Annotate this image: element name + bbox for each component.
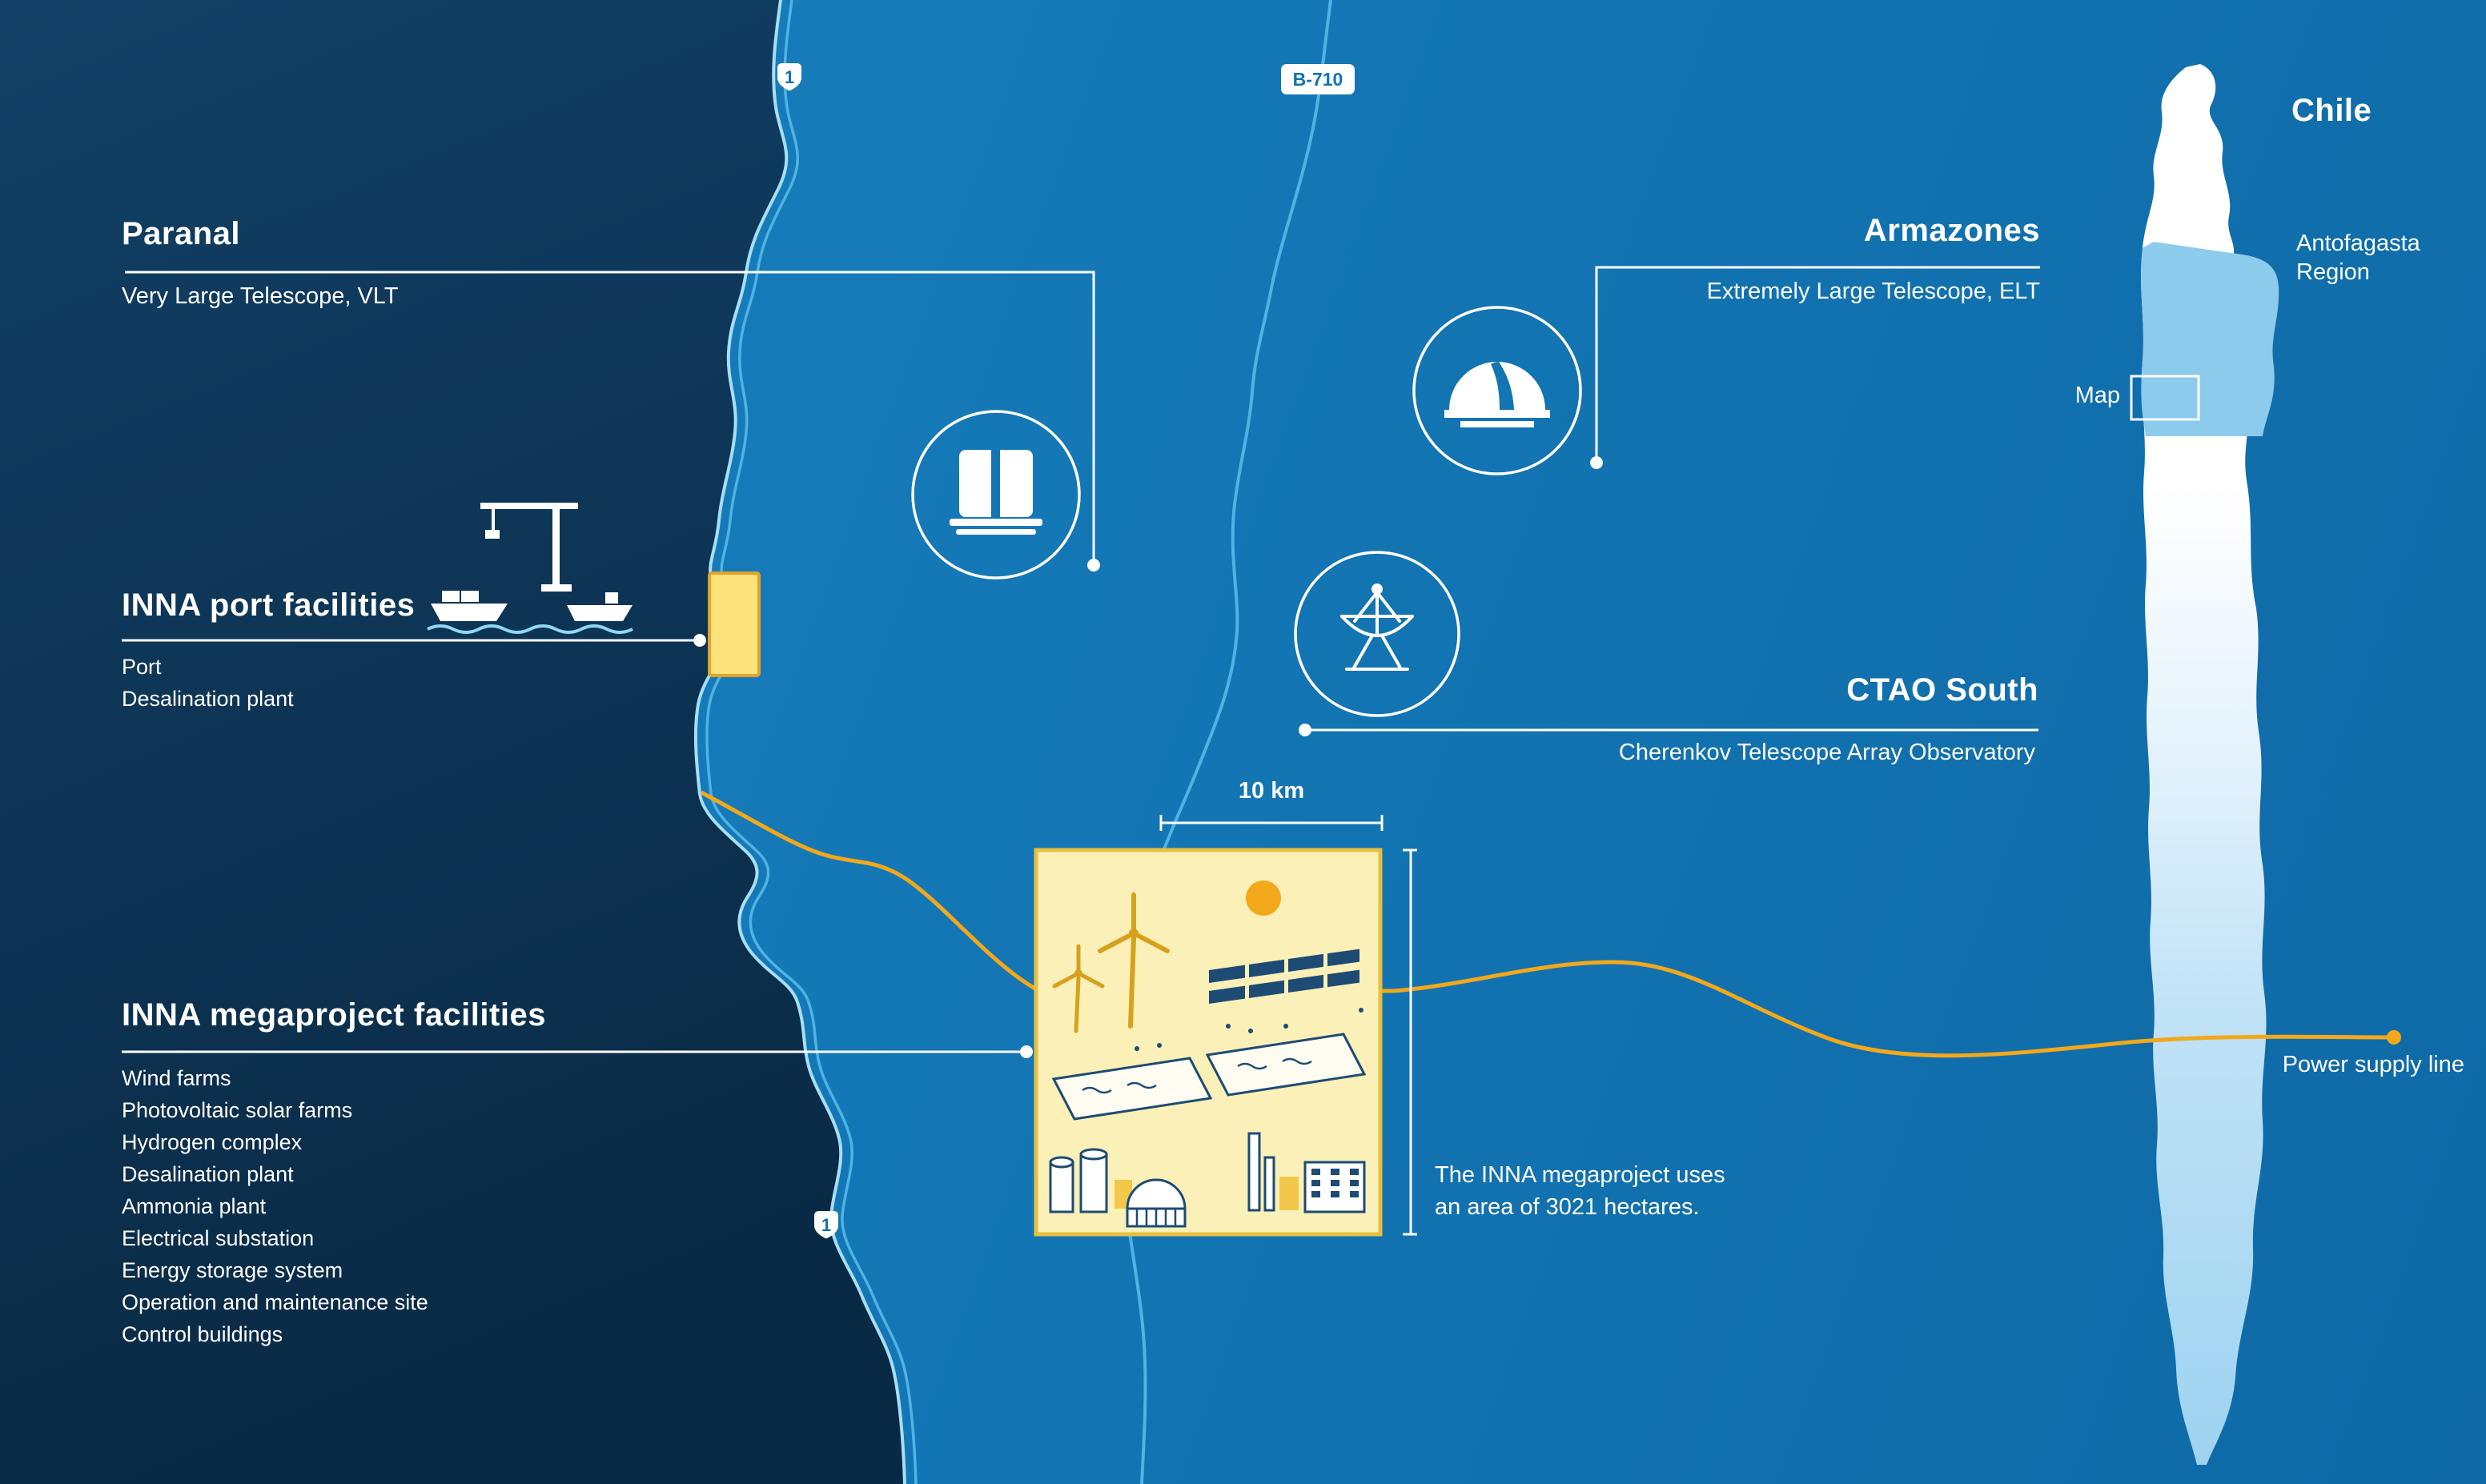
scale-bracket xyxy=(1159,815,1384,831)
ctao-circle xyxy=(1294,551,1460,717)
sun-icon xyxy=(1246,880,1281,916)
megaproject-list-item: Ammonia plant xyxy=(122,1194,267,1218)
paranal-leader-line xyxy=(125,271,1095,559)
megaproject-list-item: Desalination plant xyxy=(122,1162,294,1186)
route-1-shield: 1 xyxy=(777,63,801,91)
port-title: INNA port facilities xyxy=(122,588,416,623)
paranal-circle xyxy=(911,410,1081,580)
ctao-icon xyxy=(1340,584,1414,671)
route-1-shield-south: 1 xyxy=(814,1211,838,1239)
power-line-end-dot xyxy=(2387,1030,2401,1045)
plant-icon xyxy=(1049,1132,1366,1228)
route-b710-road xyxy=(1117,0,1332,1484)
paranal-dot xyxy=(1087,559,1100,572)
vlt-icon xyxy=(950,450,1042,535)
port-crane-icon xyxy=(427,503,633,634)
armazones-circle xyxy=(1412,306,1582,475)
megaproject-title: INNA megaproject facilities xyxy=(122,997,546,1033)
paranal-site-marker xyxy=(911,410,1081,580)
map-extent-rect xyxy=(2130,375,2200,421)
megaproject-list-item: Wind farms xyxy=(122,1066,231,1090)
port-item: Desalination plant xyxy=(122,687,294,711)
route-b710-badge: B-710 xyxy=(1281,64,1355,94)
evaporation-pond-icon xyxy=(1051,1024,1367,1121)
megaproject-list-item: Operation and maintenance site xyxy=(122,1290,428,1314)
power-supply-line xyxy=(700,790,2393,1058)
armazones-site-marker xyxy=(1412,306,1582,475)
elt-icon xyxy=(1444,362,1550,427)
paranal-subtitle: Very Large Telescope, VLT xyxy=(122,283,399,309)
route-1-road xyxy=(705,0,918,1484)
megaproject-list-item: Electrical substation xyxy=(122,1226,315,1250)
armazones-subtitle: Extremely Large Telescope, ELT xyxy=(1706,279,2040,304)
region-label-line2: Region xyxy=(2296,259,2370,285)
paranal-title: Paranal xyxy=(122,216,241,251)
chile-map xyxy=(2130,64,2279,1465)
area-note-line2: an area of 3021 hectares. xyxy=(1435,1194,1700,1220)
route-1-shield-number: 1 xyxy=(821,1215,831,1235)
port-item: Port xyxy=(122,655,162,679)
power-line-label: Power supply line xyxy=(2282,1052,2464,1077)
wind-turbine-icon xyxy=(1052,892,1170,1033)
port-area-rect xyxy=(708,572,761,677)
region-label-line1: Antofagasta xyxy=(2296,231,2420,256)
solar-panel-icon xyxy=(1209,949,1363,1033)
leader-lines xyxy=(122,266,2040,1053)
route-b710-label: B-710 xyxy=(1293,69,1343,90)
megaproject-dot xyxy=(1020,1045,1033,1058)
ctao-dot xyxy=(1299,724,1311,736)
leader-dots xyxy=(693,456,1603,1058)
ctao-subtitle: Cherenkov Telescope Array Observatory xyxy=(1618,740,2035,765)
route-1-shield-number: 1 xyxy=(785,67,794,87)
megaproject-list-item: Control buildings xyxy=(122,1322,283,1346)
armazones-leader-line xyxy=(1595,266,2040,456)
scale-label: 10 km xyxy=(1238,778,1305,804)
megaproject-list-item: Energy storage system xyxy=(122,1258,343,1282)
megaproject-list-item: Hydrogen complex xyxy=(122,1130,303,1154)
ctao-site-marker xyxy=(1294,551,1460,717)
coastline xyxy=(693,0,906,1484)
port-dot xyxy=(693,634,706,647)
armazones-title: Armazones xyxy=(1863,213,2040,248)
megaproject-list-item: Photovoltaic solar farms xyxy=(122,1098,353,1122)
armazones-dot xyxy=(1590,456,1603,469)
chile-title: Chile xyxy=(2291,93,2372,128)
ocean xyxy=(0,0,905,1484)
area-note-line1: The INNA megaproject uses xyxy=(1435,1162,1725,1188)
megaproject-area-box xyxy=(1034,848,1383,1237)
area-bracket xyxy=(1403,848,1417,1236)
map-extent-label: Map xyxy=(2074,383,2120,408)
ctao-title: CTAO South xyxy=(1846,672,2038,708)
antofagasta-region xyxy=(2141,242,2279,436)
